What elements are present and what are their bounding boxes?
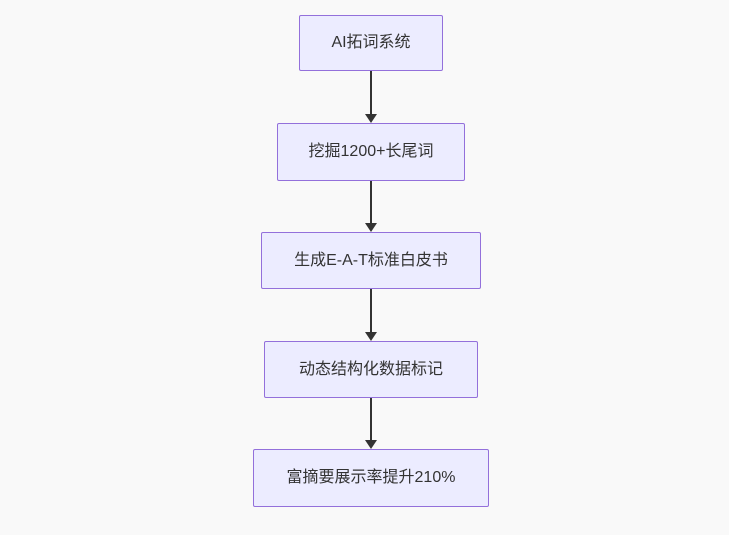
arrow-line [370, 181, 372, 224]
flowchart-node-longtail-mining: 挖掘1200+长尾词 [277, 123, 465, 181]
arrow-head-icon [365, 332, 377, 341]
arrow-head-icon [365, 223, 377, 232]
arrow-head-icon [365, 114, 377, 123]
node-label: 动态结构化数据标记 [298, 360, 443, 378]
node-label: 生成E-A-T标准白皮书 [294, 251, 448, 269]
node-label: 富摘要展示率提升210% [286, 469, 456, 487]
flowchart-node-eat-whitepaper: 生成E-A-T标准白皮书 [261, 232, 481, 289]
arrow-line [370, 398, 372, 441]
arrow-line [370, 289, 372, 333]
node-label: AI拓词系统 [331, 34, 411, 52]
arrow-line [370, 71, 372, 115]
arrow-head-icon [365, 440, 377, 449]
flowchart-node-ai-word-expansion: AI拓词系统 [299, 15, 443, 71]
node-label: 挖掘1200+长尾词 [308, 143, 434, 161]
flowchart-node-structured-data-markup: 动态结构化数据标记 [264, 341, 478, 398]
flowchart-node-rich-snippet-uplift: 富摘要展示率提升210% [253, 449, 489, 507]
